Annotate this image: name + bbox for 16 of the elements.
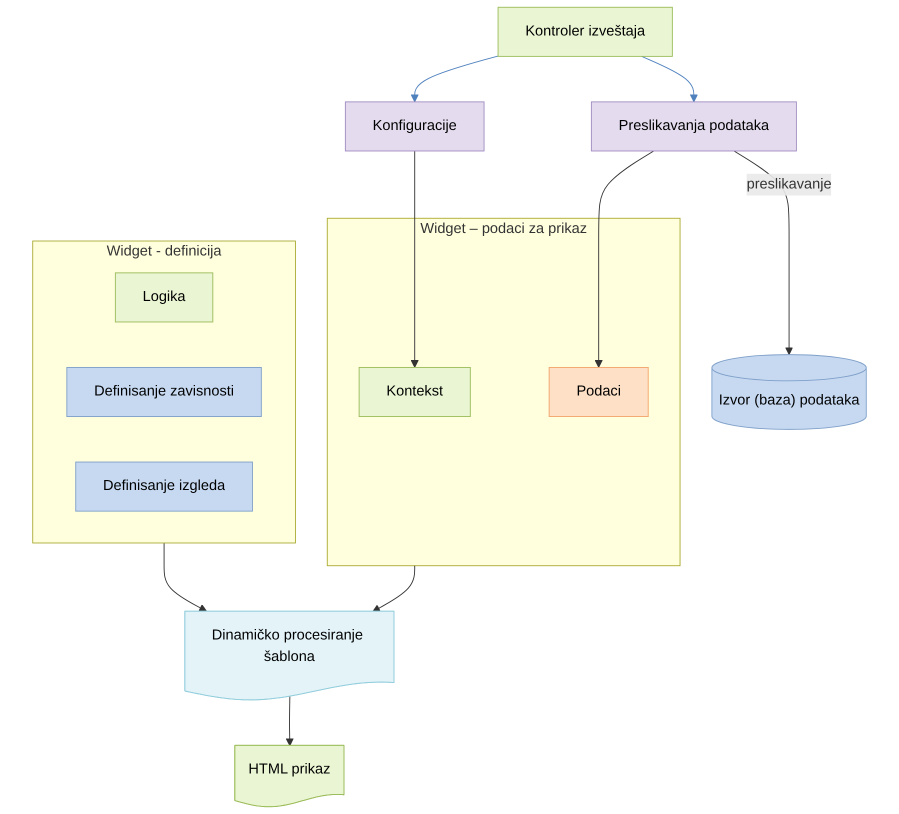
node-box: Preslikavanja podataka [590, 101, 797, 152]
arrow [410, 150, 419, 368]
node-box: Podaci [548, 367, 649, 417]
arrow [641, 56, 698, 102]
arrow [594, 150, 654, 368]
arrow [164, 542, 207, 612]
arrow [410, 56, 499, 102]
node-box: Konfiguracije [344, 101, 485, 152]
edge-label: preslikavanje [746, 176, 832, 192]
node-box: Kontroler izveštaja [498, 6, 673, 57]
node-box: Definisanje izgleda [75, 462, 253, 512]
node-box: Kontekst [358, 367, 471, 417]
node-box: Logika [114, 272, 214, 322]
arrow [286, 696, 294, 746]
node-box: Definisanje zavisnosti [66, 367, 262, 417]
arrow [372, 565, 416, 612]
